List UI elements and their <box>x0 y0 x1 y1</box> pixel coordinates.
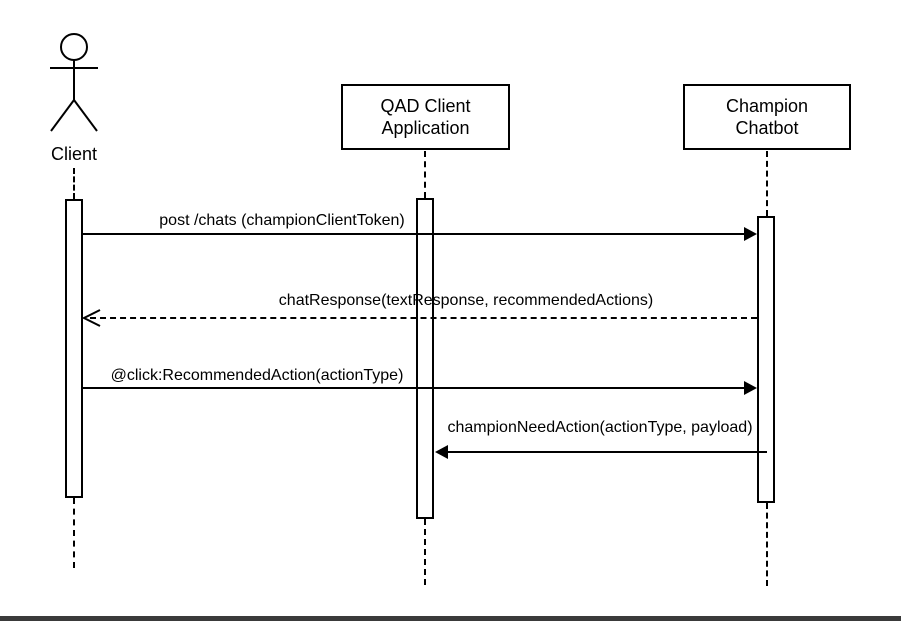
message-label-click-recommended-action: @click:RecommendedAction(actionType) <box>110 367 404 384</box>
lifeline-champion-bottom <box>766 503 768 586</box>
message-label-post-chats: post /chats (championClientToken) <box>159 212 405 229</box>
participant-label-line2: Application <box>381 118 470 138</box>
message-line-champion-need-action <box>447 451 767 453</box>
actor-stick-figure-icon <box>50 33 98 132</box>
participant-label-line2: Chatbot <box>735 118 799 138</box>
arrowhead-filled-left-icon <box>435 445 448 459</box>
message-line-chat-response <box>90 317 757 319</box>
activation-bar-client <box>65 199 83 498</box>
arrowhead-open-left-icon <box>83 309 101 327</box>
participant-box-champion-chatbot: Champion Chatbot <box>683 84 851 150</box>
message-line-post-chats <box>83 233 745 235</box>
lifeline-client-top <box>73 168 75 199</box>
participant-label-client: Client <box>50 144 98 164</box>
participant-box-qad-client-application: QAD Client Application <box>341 84 510 150</box>
arrowhead-filled-right-icon <box>744 381 757 395</box>
message-line-click-recommended-action <box>83 387 745 389</box>
activation-bar-qad <box>416 198 434 519</box>
lifeline-client-bottom <box>73 498 75 568</box>
participant-label-line1: Champion <box>725 96 809 116</box>
activation-bar-champion <box>757 216 775 503</box>
arrowhead-filled-right-icon <box>744 227 757 241</box>
message-label-chat-response: chatResponse(textResponse, recommendedAc… <box>278 292 654 309</box>
lifeline-champion-top <box>766 151 768 216</box>
lifeline-qad-bottom <box>424 519 426 585</box>
message-label-champion-need-action: championNeedAction(actionType, payload) <box>447 419 753 436</box>
lifeline-qad-top <box>424 151 426 198</box>
participant-label-line1: QAD Client <box>380 96 471 116</box>
footer-divider <box>0 616 901 621</box>
